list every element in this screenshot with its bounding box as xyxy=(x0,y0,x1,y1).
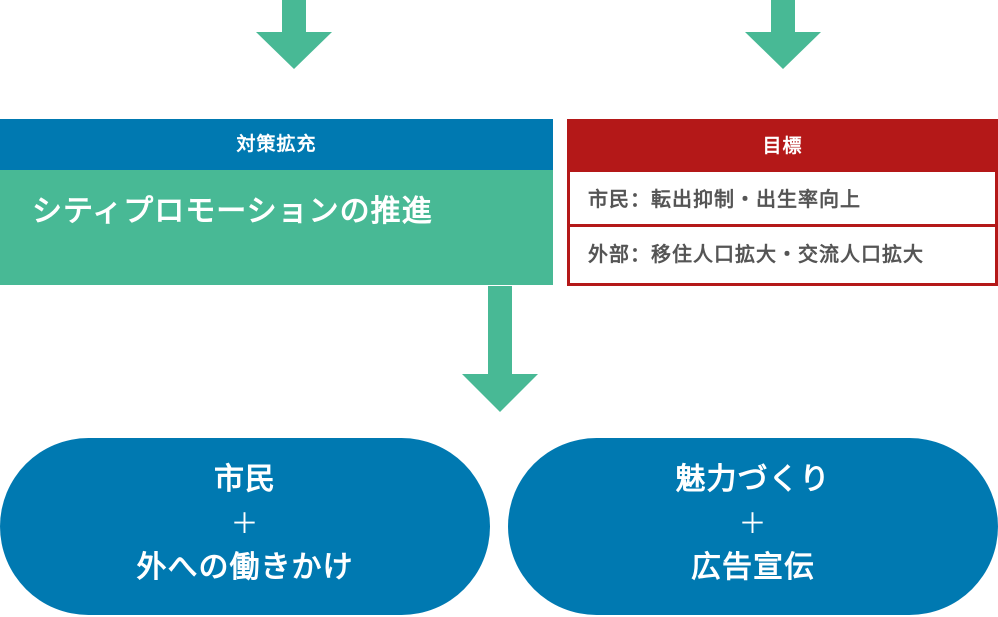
goal-row-external: 外部：移住人口拡大・交流人口拡大 xyxy=(588,242,924,266)
measures-box: 対策拡充 シティプロモーションの推進 xyxy=(0,119,553,285)
pill-citizens-outreach: 市民 ＋ 外への働きかけ xyxy=(0,438,490,615)
goals-box: 目標 市民：転出抑制・出生率向上 外部：移住人口拡大・交流人口拡大 xyxy=(567,119,998,286)
plus-icon: ＋ xyxy=(230,507,260,540)
pill-line-top: 市民 xyxy=(214,462,276,497)
pill-line-bottom: 外への働きかけ xyxy=(136,550,354,585)
pill-line-bottom: 広告宣伝 xyxy=(691,550,815,585)
arrow-down-icon xyxy=(256,0,332,69)
goals-header: 目標 xyxy=(570,122,995,172)
pill-attraction-advertising: 魅力づくり ＋ 広告宣伝 xyxy=(508,438,998,615)
measures-body: シティプロモーションの推進 xyxy=(0,170,553,285)
goal-row-citizens: 市民：転出抑制・出生率向上 xyxy=(570,172,995,227)
pill-line-top: 魅力づくり xyxy=(675,462,831,497)
arrow-down-icon xyxy=(745,0,821,69)
arrow-down-icon xyxy=(462,286,538,412)
plus-icon: ＋ xyxy=(738,507,768,540)
measures-header: 対策拡充 xyxy=(0,119,553,170)
